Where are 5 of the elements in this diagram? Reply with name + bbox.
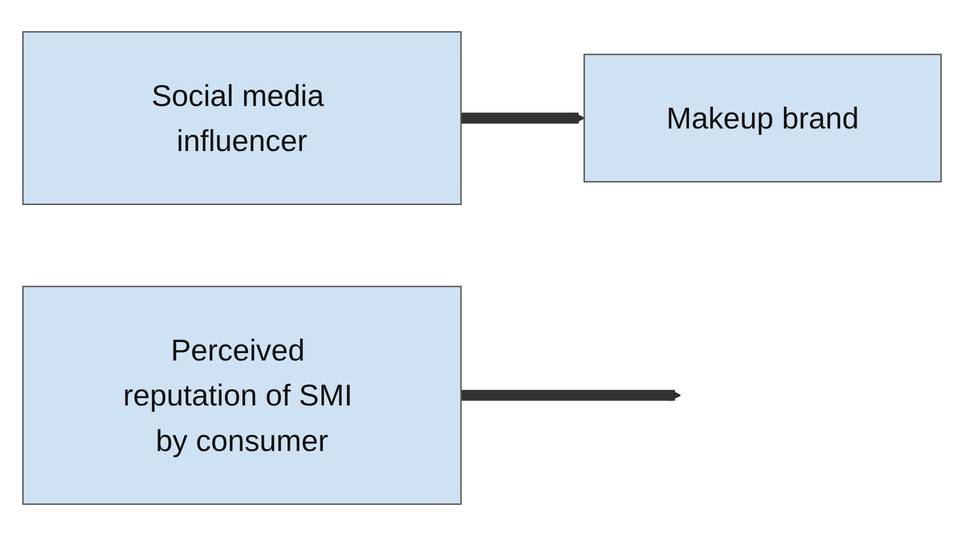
arrow xyxy=(461,112,585,124)
arrow xyxy=(461,389,682,402)
node-box: Makeup brand xyxy=(584,54,942,182)
node-box: Perceived reputation of SMI by consumer xyxy=(22,286,462,505)
node-box: Social media influencer xyxy=(22,31,462,206)
